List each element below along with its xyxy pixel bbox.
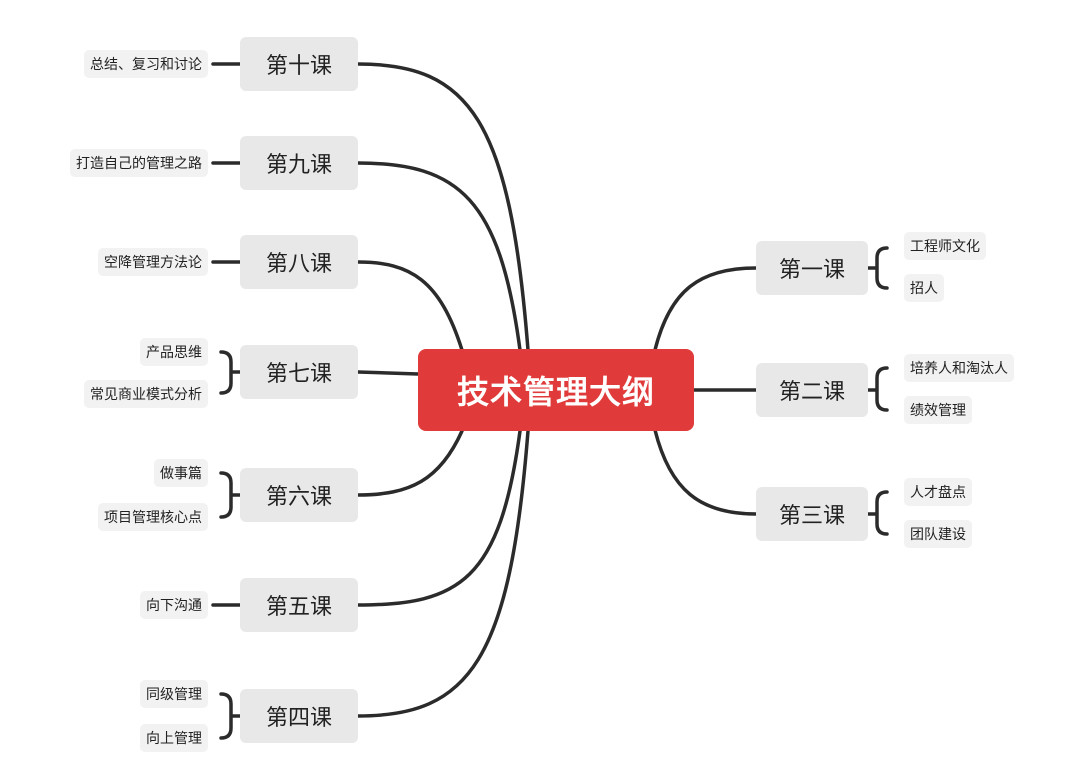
topic-node[interactable]: 项目管理核心点 [98, 503, 208, 531]
lesson-node-6[interactable]: 第六课 [240, 468, 358, 522]
topic-node[interactable]: 产品思维 [140, 338, 208, 366]
lesson-node-7[interactable]: 第七课 [240, 345, 358, 399]
bracket-3 [866, 490, 889, 536]
branch-line-5 [356, 429, 522, 607]
bracket-7 [219, 350, 242, 395]
topic-node[interactable]: 向上管理 [140, 724, 208, 752]
topic-node[interactable]: 总结、复习和讨论 [84, 50, 208, 78]
topic-node[interactable]: 常见商业模式分析 [84, 380, 208, 408]
topic-node[interactable]: 招人 [904, 274, 944, 302]
bracket-2 [866, 366, 889, 412]
topic-node[interactable]: 人才盘点 [904, 478, 972, 506]
root-node[interactable]: 技术管理大纲 [418, 349, 694, 431]
lesson-node-1[interactable]: 第一课 [756, 241, 868, 295]
lesson-node-5[interactable]: 第五课 [240, 578, 358, 632]
topic-node[interactable]: 工程师文化 [904, 232, 986, 260]
bracket-6 [219, 471, 242, 519]
topic-node[interactable]: 绩效管理 [904, 396, 972, 424]
branch-line-4 [356, 429, 530, 718]
topic-node[interactable]: 培养人和淘汰人 [904, 354, 1014, 382]
topic-node[interactable]: 做事篇 [154, 459, 208, 487]
lesson-node-8[interactable]: 第八课 [240, 235, 358, 289]
topic-node[interactable]: 打造自己的管理之路 [70, 149, 208, 177]
branch-line-1 [653, 266, 758, 352]
branch-line-8 [356, 260, 464, 352]
lesson-node-9[interactable]: 第九课 [240, 136, 358, 190]
branch-line-7 [356, 370, 420, 376]
bracket-4 [219, 692, 242, 740]
branch-line-6 [356, 429, 464, 497]
topic-node[interactable]: 向下沟通 [140, 591, 208, 619]
lesson-node-3[interactable]: 第三课 [756, 487, 868, 541]
lesson-node-4[interactable]: 第四课 [240, 689, 358, 743]
topic-node[interactable]: 团队建设 [904, 520, 972, 548]
lesson-node-10[interactable]: 第十课 [240, 37, 358, 91]
bracket-1 [866, 246, 889, 290]
topic-node[interactable]: 空降管理方法论 [98, 248, 208, 276]
topic-node[interactable]: 同级管理 [140, 680, 208, 708]
branch-line-10 [356, 62, 530, 352]
branch-line-3 [653, 428, 758, 516]
branch-line-9 [356, 161, 522, 352]
lesson-node-2[interactable]: 第二课 [756, 363, 868, 417]
